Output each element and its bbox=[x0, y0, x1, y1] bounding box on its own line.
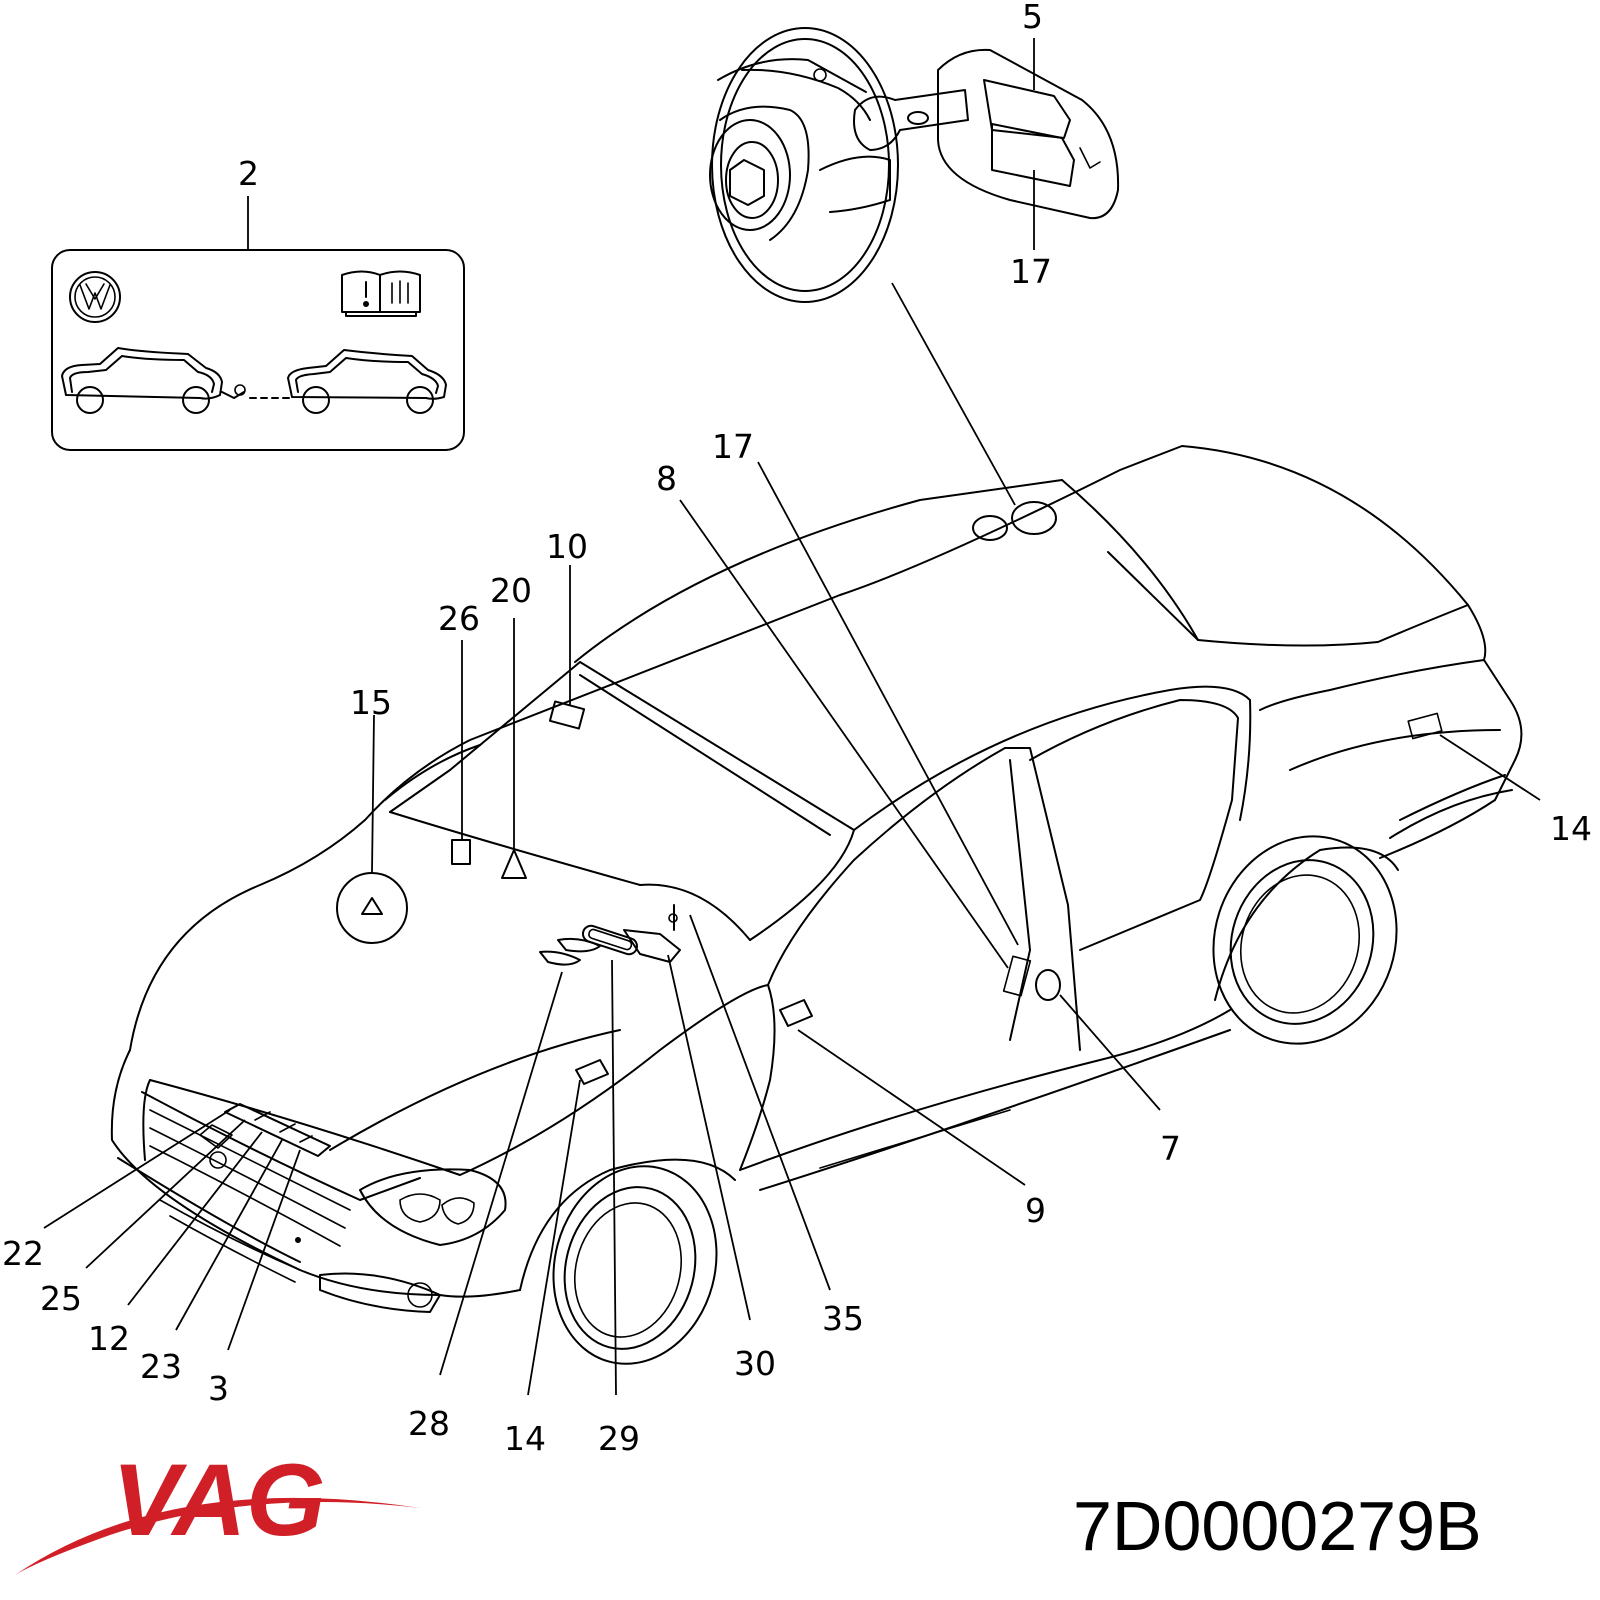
callout-9: 9 bbox=[1025, 1191, 1046, 1230]
callout-28: 28 bbox=[408, 1404, 450, 1443]
callout-10: 10 bbox=[546, 527, 588, 566]
callout-23: 23 bbox=[140, 1347, 182, 1386]
callout-29: 29 bbox=[598, 1419, 640, 1458]
callout-2: 2 bbox=[238, 154, 259, 193]
callout-30: 30 bbox=[734, 1344, 776, 1383]
callout-25: 25 bbox=[40, 1279, 82, 1318]
callout-8: 8 bbox=[656, 459, 677, 498]
callout-14-front: 14 bbox=[504, 1419, 546, 1458]
towing-cars-icon bbox=[61, 347, 447, 414]
callout-26: 26 bbox=[438, 599, 480, 638]
callout-14-rear: 14 bbox=[1550, 809, 1592, 848]
callout-22: 22 bbox=[2, 1234, 44, 1273]
car-outline bbox=[110, 445, 1523, 1365]
callout-35: 35 bbox=[822, 1299, 864, 1338]
leader-lines bbox=[43, 461, 1541, 1396]
vag-logo-text: VAG bbox=[112, 1443, 325, 1557]
callout-3: 3 bbox=[208, 1369, 229, 1408]
towing-sticker-panel bbox=[51, 196, 465, 451]
callout-labels: 2 5 17 17 8 10 20 26 15 14 7 9 35 30 29 … bbox=[2, 0, 1592, 1458]
part-number: 7D0000279B bbox=[1073, 1487, 1482, 1565]
callout-17: 17 bbox=[712, 427, 754, 466]
callout-5: 5 bbox=[1022, 0, 1043, 36]
callout-20: 20 bbox=[490, 571, 532, 610]
callout-7: 7 bbox=[1160, 1129, 1181, 1168]
vag-logo: VAG bbox=[15, 1443, 420, 1575]
callout-15: 15 bbox=[350, 683, 392, 722]
owners-manual-icon bbox=[341, 270, 421, 317]
callout-17-top: 17 bbox=[1010, 252, 1052, 291]
vw-logo-icon bbox=[69, 271, 121, 323]
fuel-filler-detail bbox=[709, 27, 1120, 506]
callout-12: 12 bbox=[88, 1319, 130, 1358]
